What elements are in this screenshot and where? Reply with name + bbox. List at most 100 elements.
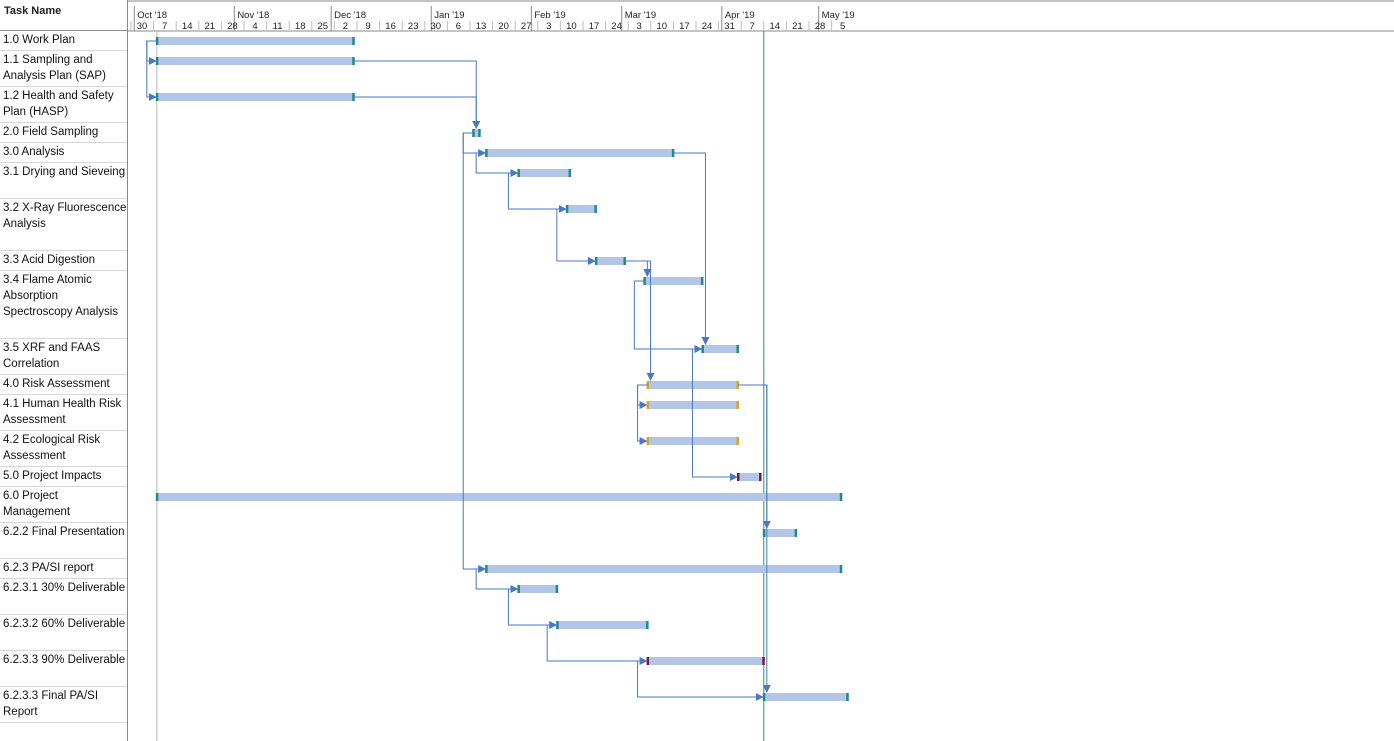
task-name-row: 1.0 Work Plan — [0, 31, 127, 51]
task-name-row: 6.0 Project Management — [0, 487, 127, 523]
month-label: Jan '19 — [434, 10, 464, 21]
month-label: Mar '19 — [625, 10, 656, 21]
dependency-link — [691, 348, 738, 481]
dependency-link — [353, 60, 481, 129]
month-label: Oct '18 — [137, 10, 167, 21]
task-bar-start-marker — [736, 473, 740, 481]
task-bar-end-marker — [352, 93, 355, 101]
week-tick-label: 31 — [724, 21, 735, 32]
week-tick-label: 3 — [637, 21, 642, 32]
task-bar-end-marker — [759, 473, 762, 481]
task-bar-end-marker — [762, 657, 765, 665]
dependency-link — [475, 152, 519, 177]
dependency-link — [637, 384, 648, 445]
task-bar — [595, 257, 625, 265]
task-name-row: 4.0 Risk Assessment — [0, 375, 127, 395]
task-bar-end-marker — [671, 149, 675, 157]
month-label: Nov '18 — [237, 10, 269, 21]
task-name-row: 1.1 Sampling and Analysis Plan (SAP) — [0, 51, 127, 87]
dependency-link — [624, 260, 655, 381]
task-bar-end-marker — [846, 693, 849, 701]
week-tick-label: 5 — [840, 21, 845, 32]
week-tick-label: 24 — [611, 21, 622, 32]
task-name-row: 6.2.3.3 Final PA/SI Report — [0, 687, 127, 723]
task-bar — [486, 565, 842, 573]
task-name-row: 6.2.3.3 90% Deliverable — [0, 651, 127, 687]
dependency-link — [737, 384, 771, 529]
dependency-link — [475, 568, 519, 593]
week-tick-label: 30 — [431, 21, 442, 32]
week-tick-label: 23 — [408, 21, 419, 32]
task-name-row: 1.2 Health and Safety Plan (HASP) — [0, 87, 127, 123]
task-bar — [518, 585, 558, 593]
task-bar-start-marker — [646, 381, 650, 389]
week-tick-label: 21 — [205, 21, 216, 32]
task-bar — [702, 345, 738, 353]
week-tick-label: 3 — [546, 21, 551, 32]
task-bar — [156, 93, 354, 101]
task-bar-start-marker — [556, 621, 559, 629]
task-name-row: 4.2 Ecological Risk Assessment — [0, 431, 127, 467]
dependency-link — [637, 384, 648, 409]
task-bar-start-marker — [594, 257, 598, 265]
dependency-link — [546, 624, 648, 665]
dependency-link — [673, 152, 710, 345]
task-bar — [156, 37, 354, 45]
task-bar-start-marker — [485, 565, 488, 573]
task-bar — [156, 493, 842, 501]
task-bar-start-marker — [155, 37, 159, 45]
task-bar-start-marker — [472, 129, 475, 137]
task-name-row: 5.0 Project Impacts — [0, 467, 127, 487]
task-bar-end-marker — [594, 205, 597, 213]
week-tick-label: 25 — [318, 21, 329, 32]
dependency-link — [146, 40, 157, 65]
dependency-link — [507, 588, 558, 629]
task-bar — [737, 473, 761, 481]
dependency-link — [507, 172, 567, 213]
week-tick-label: 9 — [365, 21, 370, 32]
task-name-row: 4.1 Human Health Risk Assessment — [0, 395, 127, 431]
task-bar-end-marker — [736, 345, 739, 353]
week-tick-label: 17 — [589, 21, 600, 32]
week-tick-label: 14 — [770, 21, 781, 32]
week-tick-label: 27 — [521, 21, 532, 32]
task-bar-start-marker — [155, 93, 159, 101]
task-name-row: 6.2.2 Final Presentation — [0, 523, 127, 559]
task-name-row: 6.2.3.1 30% Deliverable — [0, 579, 127, 615]
task-name-row: 3.1 Drying and Sieveing — [0, 163, 127, 199]
task-bar-end-marker — [646, 621, 649, 629]
task-bar-start-marker — [485, 149, 488, 157]
week-tick-label: 18 — [295, 21, 306, 32]
task-bar-end-marker — [794, 529, 798, 537]
task-bar-start-marker — [155, 57, 159, 65]
week-tick-label: 4 — [252, 21, 257, 32]
task-bar-start-marker — [565, 205, 569, 213]
task-bar-end-marker — [736, 437, 739, 445]
week-tick-label: 10 — [566, 21, 577, 32]
week-tick-label: 7 — [162, 21, 167, 32]
month-label: May '19 — [822, 10, 855, 21]
task-bar-end-marker — [352, 37, 355, 45]
task-bar-end-marker — [700, 277, 704, 285]
week-tick-label: 2 — [343, 21, 348, 32]
task-name-row: 6.2.3.2 60% Deliverable — [0, 615, 127, 651]
task-bar — [647, 657, 764, 665]
task-bar-end-marker — [568, 169, 572, 177]
task-name-header: Task Name — [0, 0, 128, 31]
task-bar — [486, 149, 674, 157]
task-bar — [763, 693, 848, 701]
task-bar-end-marker — [736, 401, 739, 409]
task-name-row: 6.2.3 PA/SI report — [0, 559, 127, 579]
task-name-row: 3.5 XRF and FAAS Correlation — [0, 339, 127, 375]
dependency-link — [624, 260, 652, 277]
dependency-link — [146, 40, 157, 101]
task-bar — [518, 169, 571, 177]
month-label: Feb '19 — [534, 10, 565, 21]
task-name-row: 3.2 X-Ray Fluorescence Analysis — [0, 199, 127, 251]
task-bar — [566, 205, 596, 213]
task-bar-start-marker — [646, 657, 650, 665]
task-bar-start-marker — [762, 529, 766, 537]
